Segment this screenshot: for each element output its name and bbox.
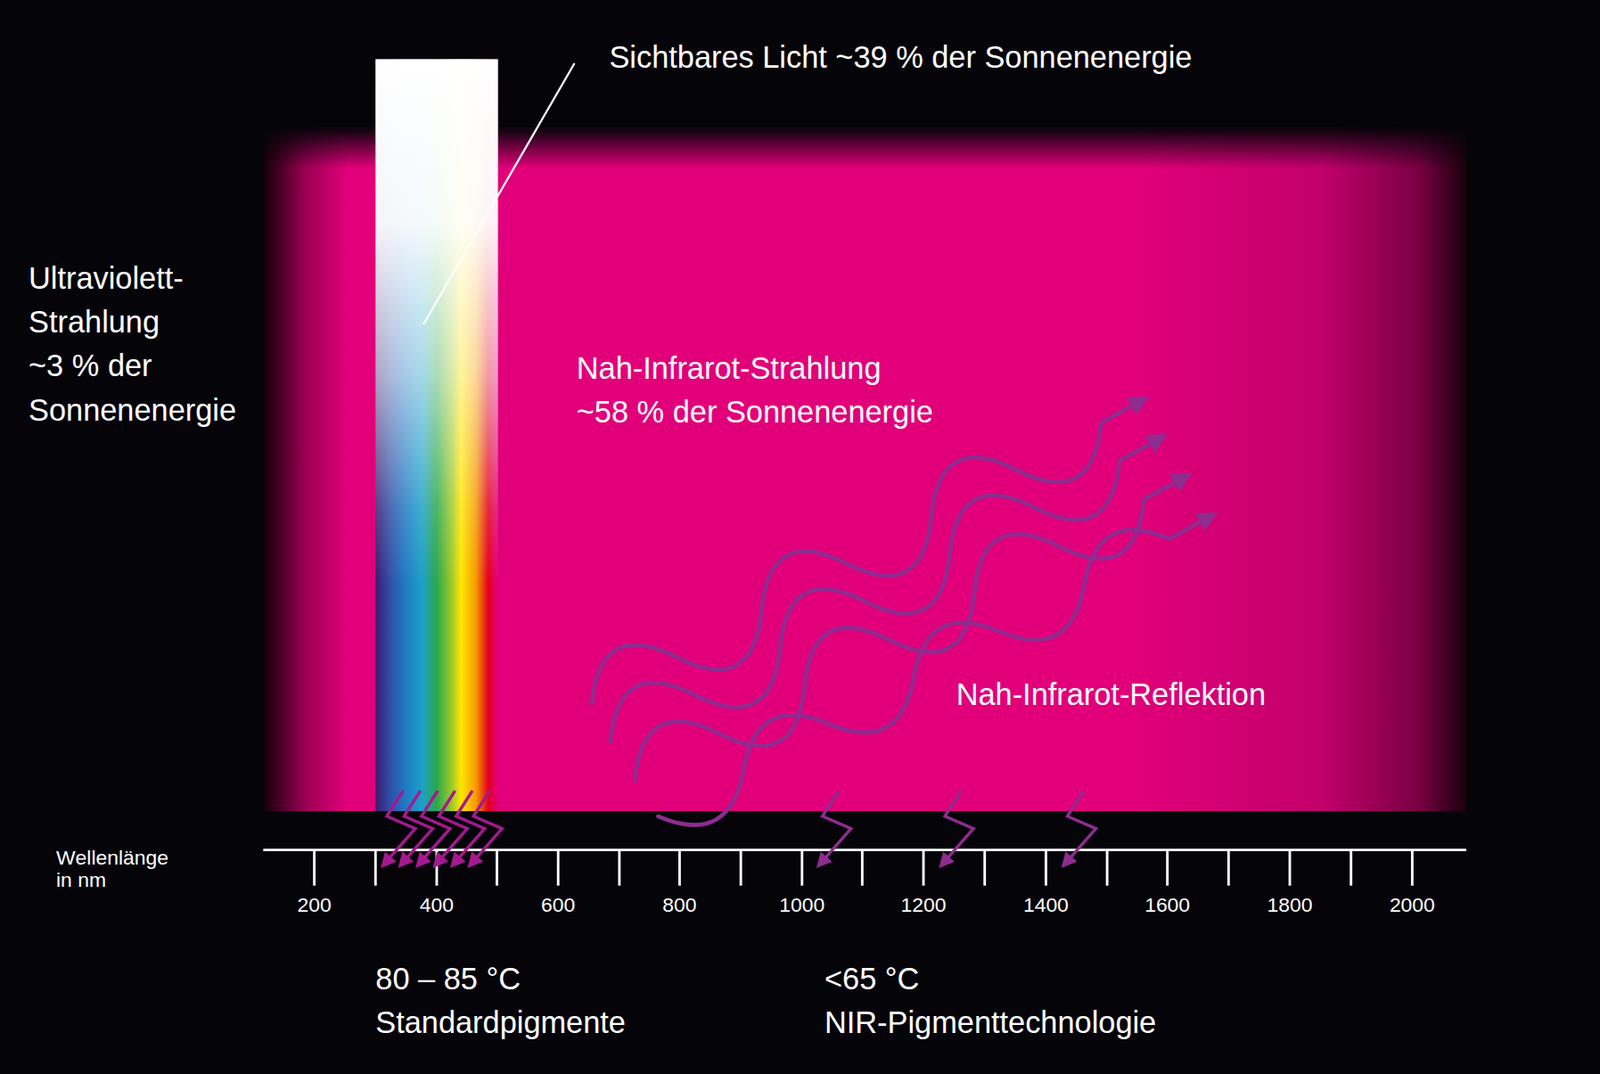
nir-pigment-label: <65 °C NIR-Pigmenttechnologie: [824, 958, 1192, 1044]
axis-tick-label: 200: [296, 893, 331, 918]
text-word: %: [637, 393, 665, 428]
tick: [1411, 850, 1414, 887]
tick: [1227, 850, 1231, 887]
text-word: <65: [824, 962, 877, 997]
tick: [1106, 850, 1109, 887]
text-word: Ultraviolett-: [28, 260, 184, 295]
zigzag-arrow: [944, 790, 974, 862]
axis-tick-label: 600: [541, 893, 575, 918]
text-word: der: [672, 393, 718, 428]
tick: [678, 850, 682, 887]
tick: [983, 850, 986, 887]
uv-label: Ultraviolett- Strahlung ~3 % der Sonnene…: [28, 255, 189, 432]
zigzag-arrow: [386, 790, 416, 862]
axis-line: [262, 848, 1467, 852]
text-word: Wellenlänge: [56, 845, 169, 869]
text-word: %: [72, 348, 100, 383]
zigzag-arrow: [1066, 790, 1096, 862]
text-word: Sonnenenergie: [725, 393, 934, 428]
wave-arrow: [643, 491, 1222, 844]
nir-label: Nah-Infrarot-Strahlung ~58 % der Sonnene…: [576, 345, 938, 434]
text-word: Nah-Infrarot-Reflektion: [956, 677, 1266, 712]
text-word: ~39: [835, 39, 887, 74]
axis-tick-label: 1200: [901, 893, 947, 918]
tick: [435, 850, 439, 887]
reflection-label: Nah-Infrarot-Reflektion: [956, 672, 1266, 716]
text-word: Strahlung: [28, 304, 160, 339]
text-word: Licht: [762, 39, 828, 74]
tick: [312, 850, 316, 887]
tick: [861, 850, 864, 887]
text-word: Sonnenenergie: [984, 39, 1192, 74]
text-word: %: [895, 39, 924, 74]
zigzag-arrow: [403, 790, 433, 862]
tick: [617, 850, 621, 887]
axis-tick-label: 1800: [1267, 893, 1313, 918]
text-word: Sonnenenergie: [28, 392, 237, 427]
tick: [1349, 850, 1353, 887]
zigzag-arrow: [473, 790, 502, 862]
text-word: 80: [375, 962, 410, 997]
text-word: NIR-Pigmenttechnologie: [824, 1005, 1157, 1040]
standard-pigment-label: 80 – 85 °C Standardpigmente: [375, 958, 651, 1044]
text-word: 85: [443, 962, 478, 997]
tick: [1288, 850, 1292, 887]
reflection-waves: [574, 370, 1223, 844]
text-word: ~3: [28, 348, 64, 383]
zigzag-arrow: [421, 790, 451, 862]
text-word: nm: [77, 868, 107, 891]
text-word: °C: [485, 962, 521, 997]
spectrum-white: [375, 58, 498, 812]
text-word: °C: [885, 962, 920, 997]
callout-label: Sichtbares Licht ~39 % der Sonnenenergie: [608, 33, 1192, 78]
zigzag-arrow: [438, 790, 468, 862]
axis-tick-label: 2000: [1389, 893, 1436, 918]
axis-tick-label: 1600: [1144, 893, 1190, 918]
axis-tick-label: 1000: [779, 893, 825, 918]
tick: [495, 850, 499, 887]
tick: [1165, 850, 1169, 887]
axis-title: Wellenlänge in nm: [56, 845, 179, 891]
text-word: ~58: [576, 393, 629, 428]
axis-tick-label: 800: [662, 893, 697, 918]
text-word: Nah-Infrarot-Strahlung: [576, 350, 882, 385]
absorption-arrows: [386, 790, 502, 862]
text-word: –: [418, 962, 435, 997]
axis-tick-label: 1400: [1023, 893, 1069, 918]
text-word: Standardpigmente: [375, 1005, 626, 1040]
tick: [1044, 850, 1048, 887]
wave-arrow: [617, 447, 1199, 813]
zigzag-arrow: [456, 790, 485, 862]
tick: [922, 850, 926, 887]
text-word: der: [931, 39, 977, 74]
text-word: in: [56, 868, 73, 891]
wave-arrow: [592, 409, 1174, 774]
spectrum-bar: [375, 58, 498, 812]
zigzag-arrow: [822, 790, 852, 862]
leader-line: [423, 63, 575, 325]
nir-absorption-arrows: [822, 790, 1097, 862]
axis-tick-label: 400: [419, 893, 454, 918]
tick: [557, 850, 560, 887]
text-word: Sichtbares: [608, 39, 754, 74]
text-word: der: [107, 348, 153, 383]
tick: [739, 850, 743, 887]
tick: [374, 850, 378, 887]
tick: [800, 850, 804, 887]
